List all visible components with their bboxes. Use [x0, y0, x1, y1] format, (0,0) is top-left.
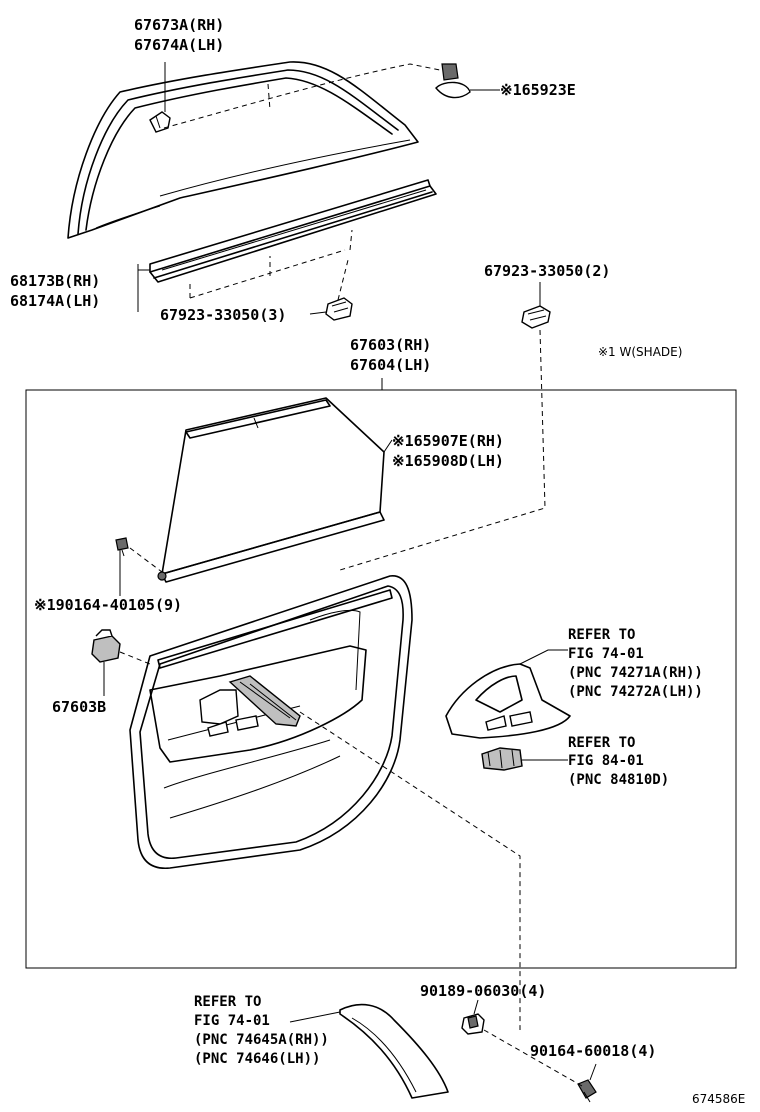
- pull-handle-cover: [339, 1003, 449, 1099]
- label-90164-40105: ※190164-40105(9): [34, 596, 183, 614]
- clip-90189-06030: [461, 1013, 485, 1035]
- ref-74-01-line2: FIG 74-01: [568, 646, 644, 662]
- door-trim-panel: [129, 575, 413, 869]
- screw-90164-60018: [577, 1079, 597, 1103]
- label-90164-60018: 90164-60018(4): [530, 1042, 657, 1060]
- switch-bezel: [445, 663, 571, 739]
- label-67603B: 67603B: [52, 698, 107, 716]
- label-67603: 67603(RH): [350, 336, 432, 354]
- label-67923-33050-2: 67923-33050(2): [484, 262, 611, 280]
- label-165923E: ※165923E: [500, 81, 576, 99]
- belt-molding: [149, 179, 437, 283]
- diagram-code: 674586E: [692, 1092, 746, 1106]
- clip-67923-a: [325, 297, 353, 321]
- clip-67923-b: [521, 305, 551, 329]
- label-68173B: 68173B(RH): [10, 272, 101, 290]
- ref-74-01b-line3: (PNC 74645A(RH)): [194, 1032, 329, 1048]
- ref-74-01-line4: (PNC 74272A(LH)): [568, 684, 703, 700]
- label-67674A: 67674A(LH): [134, 36, 225, 54]
- label-165908D: ※165908D(LH): [392, 452, 504, 470]
- clip-67673A: [149, 111, 171, 133]
- sun-shade: [157, 397, 385, 583]
- note-shade: ※1 W(SHADE): [598, 345, 683, 359]
- ref-74-01b-line4: (PNC 74646(LH)): [194, 1051, 321, 1067]
- ref-74-01b-line2: FIG 74-01: [194, 1013, 270, 1029]
- ref-84-01-line1: REFER TO: [568, 735, 636, 751]
- label-165907E: ※165907E(RH): [392, 432, 504, 450]
- screw-90164-40105: [115, 537, 129, 557]
- label-67673A: 67673A(RH): [134, 16, 225, 34]
- ref-74-01-line3: (PNC 74271A(RH)): [568, 665, 703, 681]
- label-68174A: 68174A(LH): [10, 292, 101, 310]
- ref-74-01-line1: REFER TO: [568, 627, 636, 643]
- label-67604: 67604(LH): [350, 356, 432, 374]
- ref-74-01b-line1: REFER TO: [194, 994, 262, 1010]
- door-frame-weatherstrip: [67, 61, 419, 239]
- power-window-switch: [481, 747, 523, 771]
- ref-84-01-line3: (PNC 84810D): [568, 772, 670, 788]
- label-67923-33050-3: 67923-33050(3): [160, 306, 287, 324]
- clip-165923E: [435, 63, 471, 99]
- ref-84-01-line2: FIG 84-01: [568, 753, 644, 769]
- label-90189-06030: 90189-06030(4): [420, 982, 547, 1000]
- assembly-box: [25, 389, 737, 969]
- clip-67603B: [91, 629, 121, 663]
